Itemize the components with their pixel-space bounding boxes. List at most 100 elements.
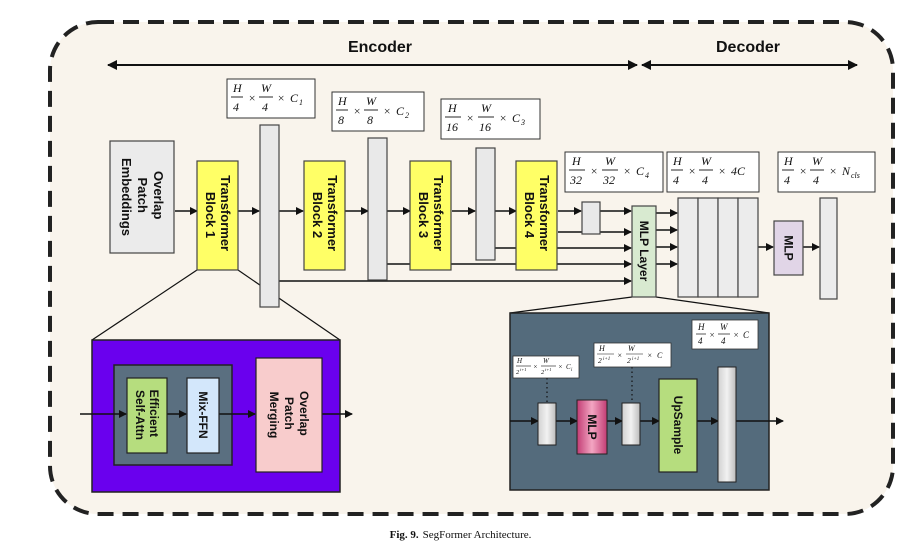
decoder-detail-panel: MLP UpSample xyxy=(509,312,784,491)
svg-text:2: 2 xyxy=(405,111,409,120)
decoder-detail-input-map xyxy=(537,402,557,446)
svg-text:32: 32 xyxy=(569,173,582,187)
svg-text:i+1: i+1 xyxy=(520,367,527,372)
svg-text:2: 2 xyxy=(598,356,602,365)
caption-text: SegFormer Architecture. xyxy=(422,529,532,541)
dim-label-c3: H 16 × W 16 × C 3 xyxy=(440,98,541,140)
svg-text:i+1: i+1 xyxy=(545,367,552,372)
svg-text:W: W xyxy=(812,154,823,168)
svg-text:MLP Layer: MLP Layer xyxy=(637,221,651,282)
dim-label-c4: H 32 × W 32 × C 4 xyxy=(564,151,664,193)
svg-text:×: × xyxy=(466,111,474,125)
svg-text:3: 3 xyxy=(520,118,525,127)
output-map xyxy=(819,197,838,300)
svg-text:4: 4 xyxy=(262,100,268,114)
transformer-block-1: Transformer Block 1 xyxy=(196,160,239,271)
svg-text:MLP: MLP xyxy=(782,235,796,260)
svg-text:H: H xyxy=(783,154,794,168)
ope-line-1: Overlap xyxy=(151,171,166,219)
dim-label-ncls: H 4 × W 4 × N cls xyxy=(777,151,876,193)
svg-text:H: H xyxy=(697,322,705,332)
svg-text:N: N xyxy=(841,164,851,178)
svg-text:C: C xyxy=(743,330,750,340)
feature-map-c2 xyxy=(367,137,388,281)
svg-text:W: W xyxy=(605,154,616,168)
svg-text:W: W xyxy=(366,94,377,108)
svg-text:Overlap Patch Embeddin: Overlap Patch Embeddings xyxy=(119,158,166,236)
svg-text:2: 2 xyxy=(516,369,520,376)
decoder-detail-mlp-block xyxy=(576,399,608,455)
svg-text:Efficient Self-Attn: Efficient Self-Attn xyxy=(133,390,161,441)
svg-text:×: × xyxy=(383,104,391,118)
svg-text:×: × xyxy=(733,330,739,340)
svg-text:×: × xyxy=(277,91,285,105)
svg-text:MLP: MLP xyxy=(585,414,599,439)
svg-text:W: W xyxy=(261,81,272,95)
svg-text:Overlap Patch Merg: Overlap Patch Merging xyxy=(267,391,311,439)
upsample-block xyxy=(658,378,698,473)
dim-label-c-out: H 4 × W 4 × C xyxy=(691,319,759,350)
svg-text:×: × xyxy=(799,164,807,178)
figure-caption: Fig. 9.SegFormer Architecture. xyxy=(0,529,921,541)
svg-text:Transformer Block 3: Transformer Block 3 xyxy=(416,175,446,255)
svg-text:i+1: i+1 xyxy=(632,357,639,362)
encoder-title: Encoder xyxy=(348,39,412,56)
svg-text:i: i xyxy=(571,368,573,373)
svg-text:W: W xyxy=(701,154,712,168)
svg-text:H: H xyxy=(598,344,606,353)
overlap-patch-embeddings-block xyxy=(109,140,175,254)
svg-text:C: C xyxy=(566,363,571,371)
decoder-detail-mid-map xyxy=(621,402,641,446)
svg-text:W: W xyxy=(543,357,550,365)
dim-label-c2: H 8 × W 8 × C 2 xyxy=(331,91,425,132)
svg-text:C: C xyxy=(396,104,405,118)
svg-text:W: W xyxy=(720,322,729,332)
mix-ffn-block xyxy=(186,377,220,454)
svg-text:4: 4 xyxy=(813,173,819,187)
svg-text:×: × xyxy=(558,363,563,371)
concat-feature-stack xyxy=(677,197,759,298)
svg-text:4C: 4C xyxy=(731,164,746,178)
transformer-block-3: Transformer Block 3 xyxy=(409,160,452,271)
svg-text:H: H xyxy=(447,101,458,115)
svg-text:cls: cls xyxy=(851,171,860,180)
svg-text:×: × xyxy=(590,164,598,178)
ope-line-2: Patch xyxy=(135,177,150,212)
svg-text:×: × xyxy=(647,351,652,360)
svg-text:×: × xyxy=(617,351,622,360)
transformer-block-4: Transformer Block 4 xyxy=(515,160,558,271)
svg-text:2: 2 xyxy=(627,356,631,365)
efficient-self-attn-block xyxy=(126,377,168,454)
svg-text:C: C xyxy=(636,164,645,178)
svg-text:H: H xyxy=(516,357,523,365)
svg-text:H: H xyxy=(337,94,348,108)
svg-text:2: 2 xyxy=(541,369,545,376)
overlap-patch-merging-block xyxy=(255,357,323,473)
svg-text:C: C xyxy=(512,111,521,125)
svg-text:W: W xyxy=(481,101,492,115)
decoder-mlp-block: MLP xyxy=(773,220,804,276)
svg-text:×: × xyxy=(829,164,837,178)
svg-text:×: × xyxy=(248,91,256,105)
feature-map-c1 xyxy=(259,124,280,308)
svg-text:C: C xyxy=(657,351,663,360)
svg-text:4: 4 xyxy=(673,173,679,187)
dim-label-concat: H 4 × W 4 × 4C xyxy=(666,151,760,193)
decoder-detail-output-map xyxy=(717,366,737,483)
svg-text:×: × xyxy=(623,164,631,178)
svg-text:×: × xyxy=(353,104,361,118)
svg-text:C: C xyxy=(290,91,299,105)
svg-text:H: H xyxy=(672,154,683,168)
caption-label: Fig. 9. xyxy=(389,529,419,541)
svg-text:32: 32 xyxy=(602,173,615,187)
feature-map-c4 xyxy=(581,201,601,235)
svg-text:1: 1 xyxy=(299,98,303,107)
svg-text:4: 4 xyxy=(784,173,790,187)
svg-text:Transformer Block 2: Transformer Block 2 xyxy=(310,175,340,255)
svg-text:16: 16 xyxy=(479,120,491,134)
transformer-block-2: Transformer Block 2 xyxy=(303,160,346,271)
svg-text:16: 16 xyxy=(446,120,458,134)
svg-text:W: W xyxy=(628,344,636,353)
svg-text:H: H xyxy=(571,154,582,168)
svg-text:4: 4 xyxy=(645,171,649,180)
